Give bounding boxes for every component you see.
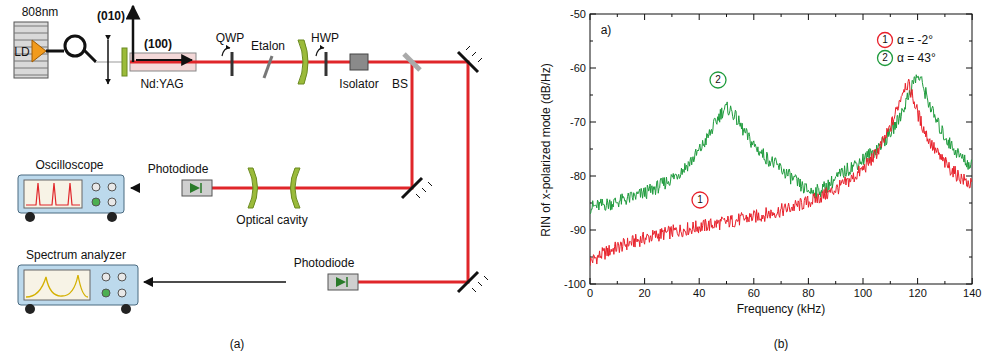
curve-marker: [710, 72, 726, 88]
tick-label: -80: [570, 169, 586, 183]
component-label: Optical cavity: [236, 213, 307, 227]
instrument-label: Photodiode: [140, 162, 216, 177]
lens: [107, 40, 109, 84]
tick-label: 80: [802, 286, 814, 300]
tick-label: 0: [587, 286, 593, 300]
component-label: HWP: [311, 31, 339, 45]
photodiode-symbol: [294, 271, 362, 293]
spectrum-analyzer-symbol: [16, 263, 144, 315]
cavity-mirror: [291, 168, 301, 208]
cavity-mirror: [248, 168, 258, 208]
component-label: Nd:YAG: [140, 77, 183, 91]
instrument-label: Spectrum analyzer: [8, 248, 144, 263]
rin-curve: [590, 79, 972, 266]
tick-label: 100: [854, 286, 872, 300]
component-label: Etalon: [251, 39, 285, 53]
tick-label: 120: [908, 286, 926, 300]
curve-number: 2: [715, 73, 721, 87]
axis-ticks: [590, 14, 972, 284]
output-coupler: [298, 40, 308, 84]
panel-caption: (b): [774, 337, 789, 351]
axis-label: (010): [97, 9, 125, 23]
spectrum-analyzer: Spectrum analyzer: [8, 248, 144, 315]
axis-title: RIN of x-polarized mode (dB/Hz): [539, 63, 553, 236]
laser-diode: [14, 22, 48, 78]
axis-arrow: [136, 59, 192, 61]
plot-frame: [590, 14, 972, 284]
oscilloscope-symbol: [16, 173, 131, 223]
legend-label: α = 43°: [897, 51, 936, 65]
signal-cable: [144, 281, 286, 283]
curve-number: 1: [697, 193, 703, 207]
tick-label: 140: [963, 286, 981, 300]
photodiode: Photodiode: [286, 256, 362, 293]
component-label: BS: [392, 77, 408, 91]
tick-label: -90: [570, 223, 586, 237]
isolator: [350, 54, 368, 70]
tick-label: -50: [570, 7, 586, 21]
tick-label: 20: [638, 286, 650, 300]
legend-label: α = -2°: [897, 33, 933, 47]
rin-curve: [590, 75, 972, 214]
tick-label: -60: [570, 61, 586, 75]
axis-title: Frequency (kHz): [737, 302, 826, 316]
waveplate: [325, 52, 328, 76]
curve-number: 1: [882, 33, 888, 47]
tick-label: -70: [570, 115, 586, 129]
tick-label: 60: [748, 286, 760, 300]
optical-fiber: [46, 36, 96, 62]
mirror: [458, 46, 482, 72]
input-mirror: [122, 48, 127, 76]
instrument-label: Oscilloscope: [8, 158, 131, 173]
waveplate: [231, 52, 234, 76]
rin-curves: [590, 75, 972, 266]
laser-beam: [130, 62, 468, 282]
tick-label: -100: [564, 277, 586, 291]
oscilloscope: Oscilloscope: [8, 158, 131, 223]
curve-number: 2: [882, 51, 888, 65]
pump-beam: [96, 61, 124, 63]
instrument-label: Photodiode: [286, 256, 362, 271]
curve-marker: [692, 192, 708, 208]
component-label: QWP: [216, 31, 245, 45]
wavelength-label: 808nm: [22, 5, 59, 19]
etalon: [264, 56, 272, 78]
axis-arrow: [132, 6, 135, 62]
mirror: [458, 272, 488, 292]
beam-splitter: [404, 54, 420, 70]
signal-cable: [131, 187, 140, 189]
component-label: Isolator: [339, 77, 378, 91]
panel-caption: (a): [230, 337, 245, 351]
rotation-arrow: [316, 48, 324, 56]
component-label: LD: [14, 45, 29, 59]
panel-label: a): [601, 23, 612, 37]
rotation-arrow: [222, 48, 230, 56]
photodiode-symbol: [148, 177, 216, 199]
mirror: [402, 178, 432, 198]
tick-label: 40: [693, 286, 705, 300]
axis-label: (100): [144, 37, 172, 51]
photodiode: Photodiode: [140, 162, 216, 199]
